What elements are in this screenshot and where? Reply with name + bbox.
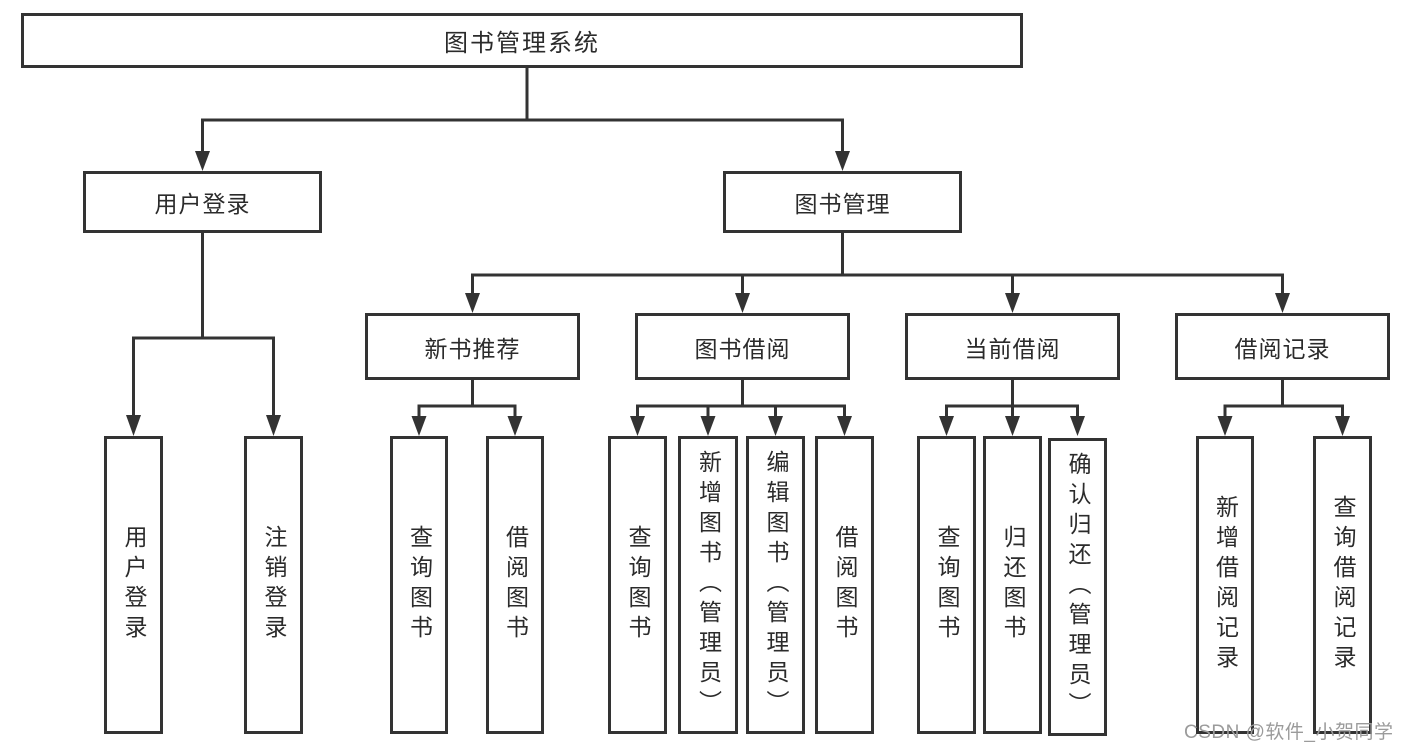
connector-book-borrow-to-leaves xyxy=(630,378,852,436)
node-label: 编辑图书（管理员） xyxy=(763,450,789,720)
node-label: 图书管理 xyxy=(794,191,891,217)
node-label: 新增借阅记录 xyxy=(1212,495,1239,675)
node-label: 确认归还（管理员） xyxy=(1065,452,1091,722)
connector-root-to-level2 xyxy=(195,66,850,171)
node-label: 用户登录 xyxy=(121,525,147,645)
node-library-management-system: 图书管理系统 xyxy=(21,13,1023,68)
node-label: 图书管理系统 xyxy=(444,30,600,57)
leaf-logout: 注销登录 xyxy=(244,436,303,734)
node-label: 查询图书 xyxy=(625,525,651,645)
leaf-confirm-return-admin: 确认归还（管理员） xyxy=(1048,438,1107,736)
connector-borrow-records-to-leaves xyxy=(1217,378,1350,436)
leaf-add-borrow-record: 新增借阅记录 xyxy=(1196,436,1254,734)
leaf-borrow-books: 借阅图书 xyxy=(486,436,544,734)
node-label: 用户登录 xyxy=(154,191,251,217)
node-new-book-recommendation: 新书推荐 xyxy=(365,313,580,380)
node-label: 归还图书 xyxy=(1000,525,1026,645)
leaf-query-borrow-record: 查询借阅记录 xyxy=(1313,436,1372,734)
node-label: 图书借阅 xyxy=(694,335,791,362)
node-label: 新增图书（管理员） xyxy=(695,450,722,720)
node-label: 当前借阅 xyxy=(964,335,1061,362)
leaf-query-books: 查询图书 xyxy=(608,436,667,734)
node-label: 借阅图书 xyxy=(832,525,858,645)
leaf-edit-books-admin: 编辑图书（管理员） xyxy=(746,436,805,734)
leaf-add-books-admin: 新增图书（管理员） xyxy=(678,436,738,734)
node-label: 查询图书 xyxy=(934,525,960,645)
csdn-watermark: CSDN @软件_小贺同学 xyxy=(1184,722,1394,743)
node-label: 查询借阅记录 xyxy=(1330,495,1356,675)
leaf-return-books: 归还图书 xyxy=(983,436,1042,734)
node-label: 新书推荐 xyxy=(424,335,521,362)
leaf-query-books: 查询图书 xyxy=(917,436,976,734)
node-label: 借阅记录 xyxy=(1234,335,1331,362)
node-label: 查询图书 xyxy=(406,525,433,645)
node-borrowing-records: 借阅记录 xyxy=(1175,313,1390,380)
connector-user-login-to-leaves xyxy=(126,231,281,436)
node-book-management: 图书管理 xyxy=(723,171,962,233)
node-label: 注销登录 xyxy=(261,525,287,645)
node-current-borrowing: 当前借阅 xyxy=(905,313,1120,380)
node-label: 借阅图书 xyxy=(502,525,529,645)
leaf-query-books: 查询图书 xyxy=(390,436,448,734)
connector-new-book-rec-to-leaves xyxy=(411,378,523,436)
leaf-user-login: 用户登录 xyxy=(104,436,163,734)
leaf-borrow-books: 借阅图书 xyxy=(815,436,874,734)
node-user-login: 用户登录 xyxy=(83,171,322,233)
connector-book-mgmt-to-level3 xyxy=(465,231,1290,313)
node-book-borrowing: 图书借阅 xyxy=(635,313,850,380)
connector-current-borrow-to-leaves xyxy=(939,378,1085,436)
